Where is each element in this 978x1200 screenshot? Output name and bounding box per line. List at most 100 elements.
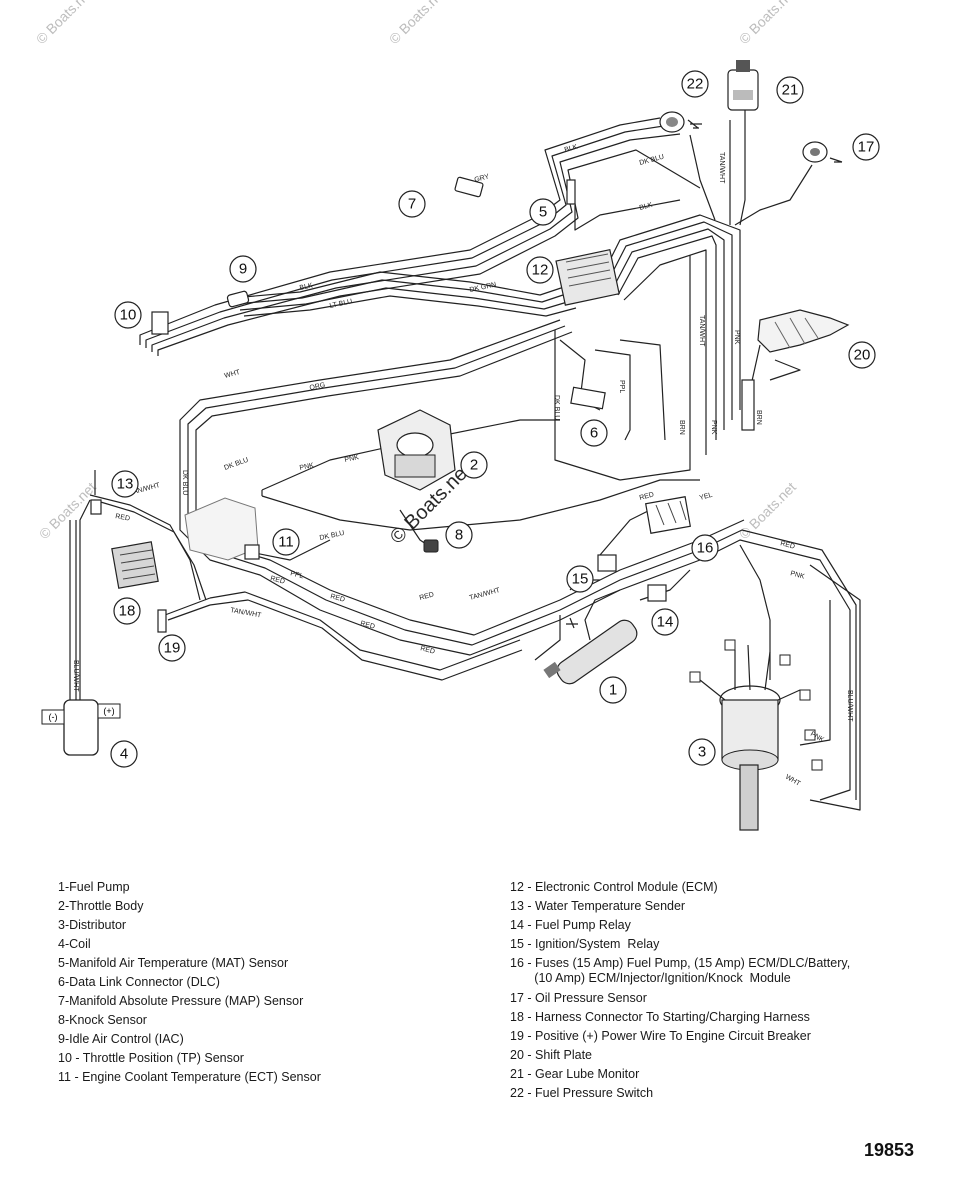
- ect-sensor-icon: [244, 544, 260, 560]
- callout-label: 7: [408, 196, 416, 213]
- wire-label: LT BLU: [329, 298, 353, 310]
- map-sensor-icon: [454, 176, 484, 198]
- mat-sensor-icon: [566, 179, 576, 205]
- callout-15: 15: [566, 565, 594, 593]
- distributor-icon: [689, 639, 823, 831]
- wire-label: TAN/WHT: [230, 607, 263, 619]
- legend-item: 17 - Oil Pressure Sensor: [510, 991, 647, 1005]
- wire-label: PPL: [618, 380, 625, 393]
- wire-label: RED: [639, 491, 655, 502]
- wire-label: YEL: [699, 492, 714, 502]
- ignition-relay-icon: [597, 554, 617, 572]
- legend-item: 8-Knock Sensor: [58, 1013, 147, 1027]
- wire-label: RED: [329, 593, 345, 604]
- throttle-body-icon: [377, 409, 456, 491]
- wire-label: PNK: [299, 462, 315, 472]
- callout-7: 7: [398, 190, 426, 218]
- callout-19: 19: [158, 634, 186, 662]
- legend-item: 11 - Engine Coolant Temperature (ECT) Se…: [58, 1070, 321, 1084]
- wire-label: BRN: [678, 420, 685, 435]
- callout-11: 11: [272, 528, 300, 556]
- positive-wire-icon: [157, 609, 167, 633]
- coil-positive-terminal: (+): [103, 706, 114, 716]
- wire-label: DK BLU: [319, 530, 345, 542]
- wire-label: PNK: [344, 454, 360, 464]
- wire-label: BLU/WHT: [846, 690, 853, 722]
- legend-item: 6-Data Link Connector (DLC): [58, 975, 220, 989]
- knock-sensor-icon: [423, 539, 439, 553]
- callout-22: 22: [681, 70, 709, 98]
- components: (-) (+): [41, 60, 850, 831]
- callouts: 1 2 3 4 5 6 7 8 9 10 11 12 13 14 15 16 1…: [110, 70, 880, 768]
- legend-item: 16 - Fuses (15 Amp) Fuel Pump, (15 Amp) …: [510, 956, 851, 985]
- fuel-pressure-switch-icon: [659, 111, 685, 133]
- wire-label: BRN: [755, 410, 762, 425]
- legend-item: 7-Manifold Absolute Pressure (MAP) Senso…: [58, 994, 304, 1008]
- wire-label: DK BLU: [553, 395, 560, 420]
- wire-label: RED: [359, 620, 375, 631]
- callout-label: 1: [609, 682, 617, 699]
- callout-5: 5: [529, 198, 557, 226]
- legend-item: 20 - Shift Plate: [510, 1048, 592, 1062]
- callout-13: 13: [111, 470, 139, 498]
- iac-icon: [226, 290, 250, 308]
- dlc-connector-icon: [570, 386, 606, 410]
- wire-label: RED: [419, 591, 435, 602]
- water-temp-sender-icon: [90, 499, 102, 515]
- callout-label: 11: [278, 534, 294, 551]
- callout-label: 15: [572, 571, 589, 588]
- wire-label: RED: [419, 645, 435, 656]
- callout-label: 18: [119, 603, 136, 620]
- wire-label: BLK: [564, 144, 579, 154]
- ground-symbols: [566, 119, 843, 629]
- legend-item: 14 - Fuel Pump Relay: [510, 918, 631, 932]
- callout-label: 12: [532, 262, 549, 279]
- legend-item: 2-Throttle Body: [58, 899, 144, 913]
- oil-pressure-sensor-icon: [802, 141, 828, 163]
- wire-label: WHT: [784, 774, 802, 788]
- wire-label: ORG: [309, 382, 326, 392]
- callout-label: 13: [117, 476, 134, 493]
- wire-label: WHT: [224, 369, 242, 380]
- fuse-block-icon: [645, 496, 691, 534]
- fuel-pump-relay-icon: [647, 584, 667, 602]
- wire-label: PNK: [733, 330, 740, 345]
- legend-item: 9-Idle Air Control (IAC): [58, 1032, 184, 1046]
- wire-label: BLK: [299, 282, 314, 292]
- callout-12: 12: [526, 256, 554, 284]
- callout-20: 20: [848, 341, 876, 369]
- coil-icon: (-) (+): [41, 699, 121, 756]
- gear-lube-monitor-icon: [727, 60, 759, 111]
- callout-3: 3: [688, 738, 716, 766]
- ecm-icon: [555, 248, 620, 306]
- wiring-diagram: © Boats.net © Boats.net © Boats.net © Bo…: [33, 0, 880, 831]
- legend-item: 15 - Ignition/System Relay: [510, 937, 660, 951]
- legend-item: 12 - Electronic Control Module (ECM): [510, 880, 718, 894]
- legend-item: 19 - Positive (+) Power Wire To Engine C…: [510, 1029, 811, 1043]
- legend-item: 1-Fuel Pump: [58, 880, 130, 894]
- wire-label: RED: [269, 575, 285, 586]
- callout-18: 18: [113, 597, 141, 625]
- legend-item: 3-Distributor: [58, 918, 127, 932]
- wire-label: TAN/WHT: [698, 315, 705, 347]
- callout-16: 16: [691, 534, 719, 562]
- legend-item: 13 - Water Temperature Sender: [510, 899, 686, 913]
- callout-label: 9: [239, 261, 247, 278]
- watermark-text: © Boats.net: [736, 0, 799, 47]
- callout-10: 10: [114, 301, 142, 329]
- watermark-text: © Boats.net: [33, 0, 96, 47]
- wire-label: PNK: [710, 420, 717, 435]
- watermark-text: © Boats.net: [36, 479, 99, 542]
- wire-label: RED: [115, 513, 131, 522]
- callout-9: 9: [229, 255, 257, 283]
- wire-label: DK BLU: [181, 470, 188, 495]
- callout-2: 2: [460, 451, 488, 479]
- tp-sensor-icon: [151, 311, 169, 335]
- wire-label: PNK: [789, 570, 805, 581]
- callout-label: 2: [470, 457, 478, 474]
- callout-21: 21: [776, 76, 804, 104]
- figure-number: 19853: [864, 1140, 915, 1160]
- fuel-pump-icon: [543, 619, 638, 685]
- callout-label: 5: [539, 204, 547, 221]
- callout-6: 6: [580, 419, 608, 447]
